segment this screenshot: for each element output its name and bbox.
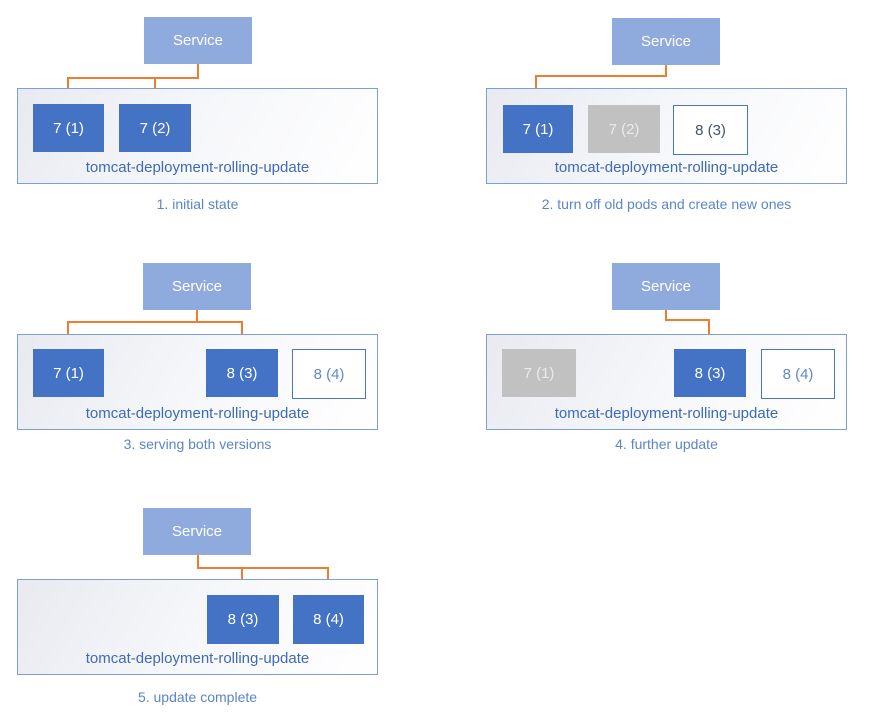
pod-box: 8 (3) xyxy=(674,349,746,397)
pod-label: 7 (2) xyxy=(608,120,640,138)
pod-label: 7 (1) xyxy=(53,119,84,137)
service-arrow-drop xyxy=(535,75,537,94)
service-arrow-drop xyxy=(154,77,156,93)
deployment-label: tomcat-deployment-rolling-update xyxy=(554,159,779,176)
deployment-label: tomcat-deployment-rolling-update xyxy=(85,650,310,667)
service-arrow-drop xyxy=(708,319,710,338)
service-arrow-horizontal xyxy=(665,319,710,321)
panel-caption: 5. update complete xyxy=(137,689,258,705)
service-arrow-horizontal xyxy=(535,75,667,77)
pod-label: 7 (1) xyxy=(523,364,555,382)
service-arrow-horizontal xyxy=(67,321,243,323)
pod-box: 8 (3) xyxy=(207,595,279,644)
panel-caption: 4. further update xyxy=(615,436,718,452)
pod-box: 7 (1) xyxy=(503,105,573,153)
service-arrow-drop xyxy=(67,321,69,338)
service-arrow-drop xyxy=(67,77,69,93)
service-label: Service xyxy=(171,278,223,295)
pod-box: 8 (4) xyxy=(761,349,835,399)
pod-box: 8 (3) xyxy=(206,349,278,397)
service-arrow-stub xyxy=(196,310,198,323)
service-arrow-stub xyxy=(197,555,199,569)
pod-label: 7 (1) xyxy=(53,364,84,382)
service-label: Service xyxy=(640,278,692,295)
service-box: Service xyxy=(612,263,720,310)
pod-box: 7 (1) xyxy=(502,349,576,397)
service-arrow-horizontal xyxy=(67,77,199,79)
deployment-box: 7 (1) 7 (2) tomcat-deployment-rolling-up… xyxy=(17,88,378,184)
pod-label: 8 (3) xyxy=(226,364,258,382)
service-arrow-stub xyxy=(665,65,667,77)
pod-label: 8 (3) xyxy=(694,364,726,382)
pod-label: 7 (1) xyxy=(522,120,554,138)
service-arrow-drop xyxy=(241,567,243,584)
service-label: Service xyxy=(172,32,224,49)
service-label: Service xyxy=(640,33,692,50)
deployment-box: 7 (1) 8 (3) 8 (4) tomcat-deployment-roll… xyxy=(486,334,847,430)
pod-box: 7 (1) xyxy=(33,349,104,397)
service-arrow-horizontal xyxy=(197,567,329,569)
service-label: Service xyxy=(171,523,223,540)
deployment-label: tomcat-deployment-rolling-update xyxy=(85,405,310,422)
pod-box: 7 (2) xyxy=(119,104,191,152)
pod-label: 8 (4) xyxy=(782,365,814,383)
pod-label: 8 (3) xyxy=(227,611,259,628)
panel-caption: 1. initial state xyxy=(156,196,239,212)
service-box: Service xyxy=(612,18,720,65)
pod-label: 8 (4) xyxy=(313,365,345,383)
pod-box: 8 (4) xyxy=(293,595,364,644)
deployment-box: 8 (3) 8 (4) tomcat-deployment-rolling-up… xyxy=(17,579,378,675)
service-box: Service xyxy=(143,263,251,310)
pod-label: 7 (2) xyxy=(139,119,171,137)
pod-box: 8 (4) xyxy=(292,349,366,399)
service-arrow-drop xyxy=(327,567,329,584)
service-arrow-stub xyxy=(665,310,667,321)
service-box: Service xyxy=(143,508,251,555)
deployment-box: 7 (1) 8 (3) 8 (4) tomcat-deployment-roll… xyxy=(17,334,378,430)
pod-label: 8 (3) xyxy=(695,121,726,139)
deployment-label: tomcat-deployment-rolling-update xyxy=(85,159,310,176)
pod-box: 7 (1) xyxy=(33,104,104,152)
deployment-label: tomcat-deployment-rolling-update xyxy=(554,405,779,422)
panel-caption: 2. turn off old pods and create new ones xyxy=(541,196,792,212)
pod-label: 8 (4) xyxy=(313,611,344,628)
service-box: Service xyxy=(144,17,252,64)
service-arrow-drop xyxy=(241,321,243,338)
service-arrow-stub xyxy=(197,64,199,79)
deployment-box: 7 (1) 7 (2) 8 (3) tomcat-deployment-roll… xyxy=(486,88,847,184)
panel-caption: 3. serving both versions xyxy=(123,436,272,452)
pod-box: 7 (2) xyxy=(588,105,660,153)
pod-box: 8 (3) xyxy=(673,105,748,155)
